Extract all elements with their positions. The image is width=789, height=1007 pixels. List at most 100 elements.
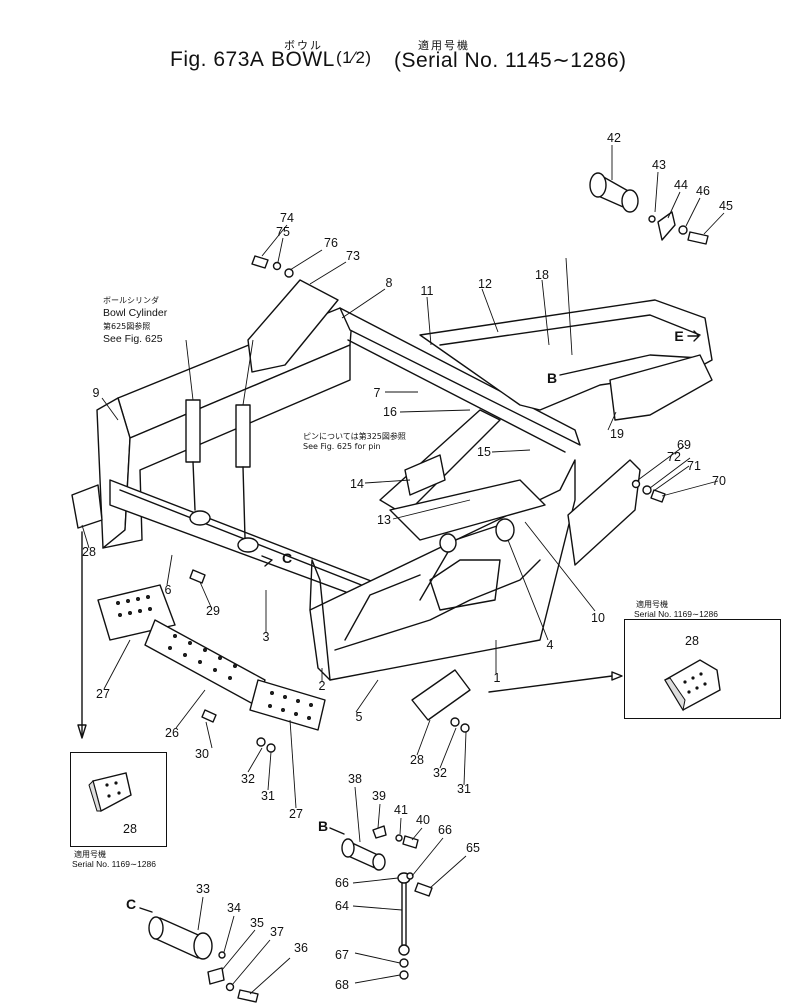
part-number: 73 [346, 249, 360, 263]
pin-note-en: See Fig. 625 for pin [303, 442, 381, 451]
part-number: 28 [410, 753, 424, 767]
part-number: 69 [677, 438, 691, 452]
part-number: 46 [696, 184, 710, 198]
view-marker-c-top: C [281, 550, 293, 566]
view-marker-e: E [674, 328, 684, 344]
part-number: 37 [270, 925, 284, 939]
part-number: 71 [687, 459, 701, 473]
part-number: 70 [712, 474, 726, 488]
part-number: 41 [394, 803, 408, 817]
part-number: 33 [196, 882, 210, 896]
part-number: 66 [335, 876, 349, 890]
view-marker-c-bottom: C [125, 896, 137, 912]
pad-28-variant-right [664, 659, 721, 712]
part-number: 19 [610, 427, 624, 441]
part-number: 45 [719, 199, 733, 213]
part-number: 32 [433, 766, 447, 780]
guard-plate-73 [247, 279, 339, 373]
part-number: 7 [373, 386, 381, 400]
part-number: 43 [652, 158, 666, 172]
part-number: 28 [82, 545, 96, 559]
part-number: 15 [477, 445, 491, 459]
brace-bracket [404, 454, 446, 496]
pad-28-bottom [411, 669, 471, 721]
step-plate-center [144, 619, 266, 706]
part-number: 9 [92, 386, 100, 400]
part-number: 35 [250, 916, 264, 930]
pivot-hole-center [439, 533, 457, 553]
figure-label: Fig. 673A [170, 48, 265, 71]
part-number: 34 [227, 901, 241, 915]
side-opening [429, 559, 501, 611]
cylinder-ref-jp: 第625図参照 [103, 322, 151, 331]
bowl-cylinder-left-barrel [185, 399, 201, 463]
part-number: 4 [546, 638, 554, 652]
part-number: 29 [206, 604, 220, 618]
part-number: 31 [261, 789, 275, 803]
part-number: 64 [335, 899, 349, 913]
part-number: 12 [478, 277, 492, 291]
inset-right-serial-jp: 適用号機 [636, 600, 668, 609]
part-number: 27 [96, 687, 110, 701]
part-number: 5 [355, 710, 363, 724]
part-number: 18 [535, 268, 549, 282]
part-number: 10 [591, 611, 605, 625]
part-number: 2 [318, 679, 326, 693]
part-number: 1 [493, 671, 501, 685]
guard-plate-69 [567, 459, 641, 566]
bowl-right-side-wall [309, 459, 576, 681]
part-number: 13 [377, 513, 391, 527]
part-number: 44 [674, 178, 688, 192]
pad-28-variant-left [88, 772, 132, 813]
part-number: 72 [667, 450, 681, 464]
part-number: 68 [335, 978, 349, 992]
cylinder-note-jp: ボールシリンダ [103, 296, 159, 305]
part-number: 3 [262, 630, 270, 644]
part-number: 26 [165, 726, 179, 740]
inset-left: 28 [70, 752, 167, 847]
part-number: 65 [466, 841, 480, 855]
part-number: 6 [164, 583, 172, 597]
part-number: 38 [348, 772, 362, 786]
part-number: 74 [280, 211, 294, 225]
part-number: 75 [276, 225, 290, 239]
figure-name: BOWL [271, 48, 335, 71]
lower-cross-plate [389, 479, 546, 541]
part-number: 66 [438, 823, 452, 837]
inset-left-serial-jp: 適用号機 [74, 850, 106, 859]
pad-28-left [71, 484, 103, 529]
part-number: 76 [324, 236, 338, 250]
pin-note-jp: ピンについては第325図参照 [303, 432, 406, 441]
serial-range: (Serial No. 1145∼1286) [394, 49, 627, 72]
part-number: 16 [383, 405, 397, 419]
part-number: 40 [416, 813, 430, 827]
arm-end [609, 354, 713, 421]
serial-japanese: 適用号機 [418, 39, 470, 52]
title-japanese: ボウル [284, 39, 323, 52]
sheet-indicator: (1⁄2) [336, 48, 372, 67]
inset-left-part-number: 28 [123, 822, 137, 836]
inset-right: 28 [624, 619, 781, 719]
inset-left-serial: Serial No. 1169∼1286 [72, 859, 156, 869]
cylinder-ref-en: See Fig. 625 [103, 333, 163, 345]
part-number: 42 [607, 131, 621, 145]
part-number: 14 [350, 477, 364, 491]
inset-right-part-number: 28 [685, 634, 699, 648]
part-number: 11 [420, 284, 434, 298]
inset-right-serial: Serial No. 1169∼1286 [634, 609, 718, 619]
part-number: 31 [457, 782, 471, 796]
bowl-left-side-plate [102, 344, 351, 549]
part-number: 8 [385, 276, 393, 290]
part-number: 67 [335, 948, 349, 962]
step-plate-right [249, 679, 326, 731]
part-number: 32 [241, 772, 255, 786]
pivot-4 [495, 518, 515, 542]
bowl-cylinder-right-barrel [235, 404, 251, 468]
part-number: 36 [294, 941, 308, 955]
part-number: 39 [372, 789, 386, 803]
part-number: 27 [289, 807, 303, 821]
view-marker-b-bottom: B [317, 818, 329, 834]
part-number: 30 [195, 747, 209, 761]
view-marker-b-top: B [546, 370, 558, 386]
